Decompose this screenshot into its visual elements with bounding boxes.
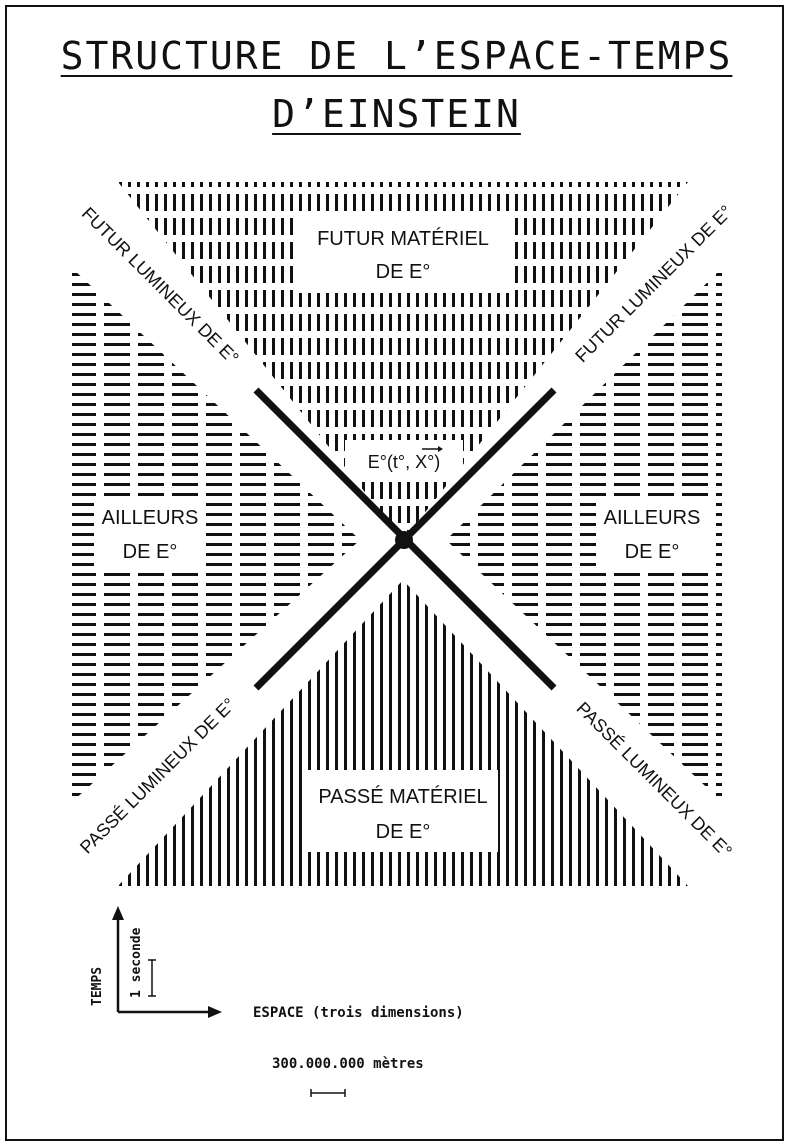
event-label: E°(t°, X°) xyxy=(368,452,441,472)
past-label-line-1: PASSÉ MATÉRIEL xyxy=(318,785,487,808)
elsewhere-right-line-2: DE E° xyxy=(625,541,680,563)
elsewhere-right-line-1: AILLEURS xyxy=(604,507,701,529)
past-material-region xyxy=(118,580,688,886)
elsewhere-left-region xyxy=(72,268,360,802)
space-scale-bar xyxy=(310,1089,346,1097)
future-label-line-1: FUTUR MATÉRIEL xyxy=(317,227,489,250)
event-label-box xyxy=(345,440,463,480)
time-scale-label: 1 seconde xyxy=(129,927,144,998)
event-label-suffix: °) xyxy=(427,452,440,472)
elsewhere-right-label-box xyxy=(596,496,708,570)
future-label-line-2: DE E° xyxy=(376,261,431,283)
future-material-region xyxy=(118,182,688,540)
space-axis xyxy=(118,1006,222,1018)
future-label-box xyxy=(296,215,510,293)
elsewhere-right-region xyxy=(446,268,722,802)
space-scale-label: 300.000.000 mètres xyxy=(272,1056,424,1072)
time-axis xyxy=(112,906,124,1012)
past-label-line-2: DE E° xyxy=(376,821,431,843)
vector-arrow-icon xyxy=(422,446,443,452)
elsewhere-left-line-1: AILLEURS xyxy=(102,507,199,529)
title-line-2: D’EINSTEIN xyxy=(272,92,521,136)
event-point xyxy=(395,531,413,549)
time-axis-label: TEMPS xyxy=(90,967,105,1006)
event-label-prefix: E°(t°, xyxy=(368,452,415,472)
space-axis-label: ESPACE (trois dimensions) xyxy=(253,1005,464,1021)
elsewhere-left-label-box xyxy=(94,496,206,570)
elsewhere-left-line-2: DE E° xyxy=(123,541,178,563)
time-scale-bar xyxy=(148,959,156,997)
past-label-box xyxy=(308,770,498,852)
event-label-vector: X xyxy=(415,452,427,472)
title-line-1: STRUCTURE DE L’ESPACE-TEMPS xyxy=(60,34,733,78)
